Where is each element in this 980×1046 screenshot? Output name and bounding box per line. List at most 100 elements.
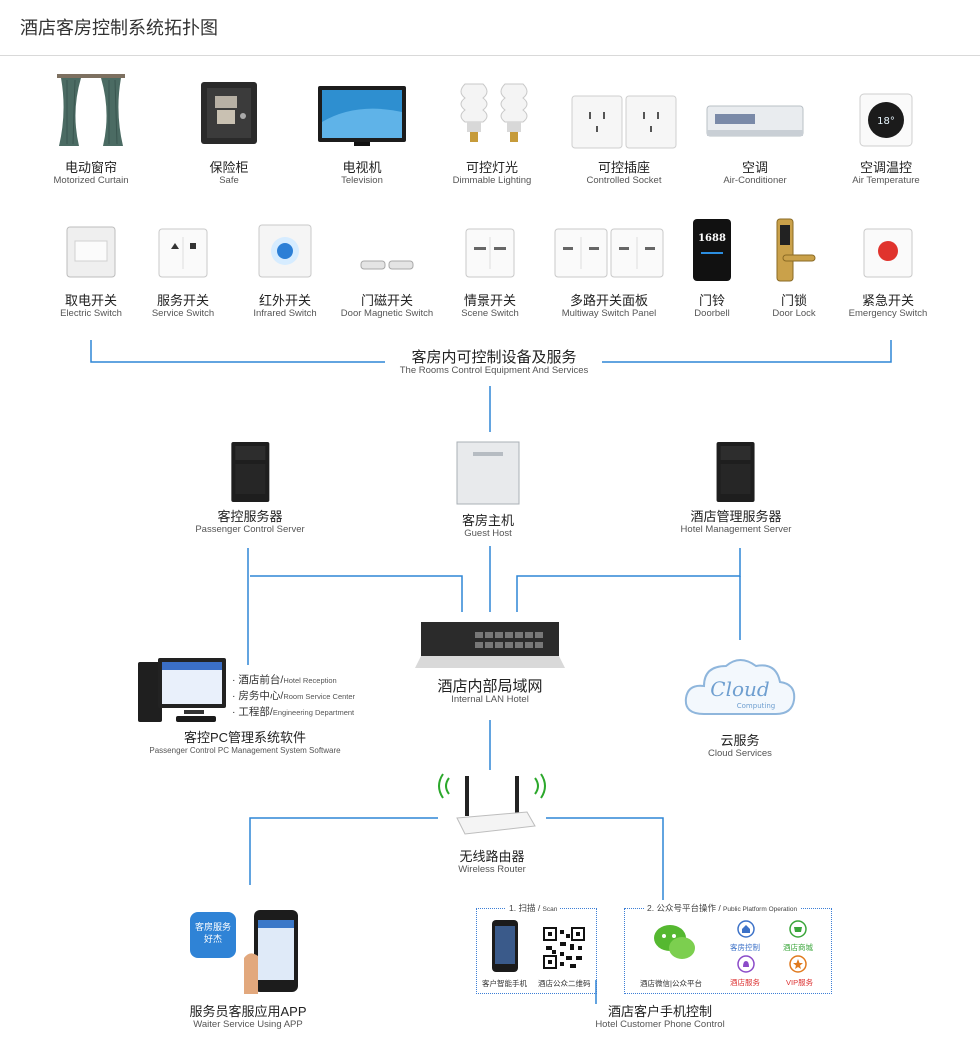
multiway-panel-icon	[554, 228, 664, 278]
pc-software-departments: · 酒店前台/Hotel Reception · 房务中心/Room Servi…	[232, 672, 355, 720]
device-label: 红外开关	[258, 293, 311, 308]
device-label: 取电开关	[64, 293, 117, 308]
node-label: 客控PC管理系统软件	[183, 730, 307, 745]
socket-icon	[571, 95, 677, 149]
device-label-en: Multiway Switch Panel	[561, 308, 657, 319]
door-lock-icon	[776, 218, 816, 282]
lan-title: 酒店内部局域网	[437, 678, 543, 695]
device-label-en: Motorized Curtain	[53, 175, 129, 186]
department-name: 酒店前台	[238, 674, 281, 686]
device-service-switch: 服务开关 Service Switch	[123, 215, 243, 325]
department-name-en: Engineering Department	[272, 708, 355, 717]
department-item: · 酒店前台/Hotel Reception	[232, 674, 337, 686]
device-label-en: Electric Switch	[60, 308, 122, 319]
internal-lan: 酒店内部局域网 Internal LAN Hotel	[415, 612, 565, 706]
device-label: 保险柜	[209, 160, 249, 175]
device-air-temperature: 18° 空调温控 Air Temperature	[826, 70, 946, 190]
line-server-to-lan	[250, 575, 463, 612]
device-label: 门锁	[780, 293, 807, 308]
device-label-en: Air-Conditioner	[723, 175, 787, 186]
lan-title-en: Internal LAN Hotel	[451, 694, 529, 705]
step-title: 2. 公众号平台操作	[647, 903, 716, 913]
line-hotelserver-to-lan	[516, 548, 741, 612]
node-label: 酒店客户手机控制	[607, 1004, 712, 1019]
wechat-platform-label: 酒店微信|公众平台	[640, 979, 702, 988]
node-label-en: Guest Host	[464, 528, 512, 539]
bell-icon	[737, 955, 755, 973]
device-label: 紧急开关	[861, 293, 914, 308]
node-label-en: Hotel Customer Phone Control	[595, 1019, 725, 1030]
phone-control-caption: 酒店客户手机控制 Hotel Customer Phone Control	[595, 1004, 724, 1031]
device-label-en: Door Lock	[772, 308, 816, 319]
badge-line-2: 好杰	[203, 934, 222, 944]
device-label-en: Dimmable Lighting	[452, 175, 532, 186]
device-dimmable-lighting: 可控灯光 Dimmable Lighting	[432, 70, 552, 190]
cloud-icon: Cloud Computing	[684, 659, 796, 715]
qr-code-icon	[542, 926, 586, 970]
doorbell-icon: 1688	[693, 219, 731, 281]
bulb-icon	[460, 83, 528, 142]
scan-item-qr: 酒店公众二维码	[538, 979, 591, 988]
wireless-router: 无线路由器 Wireless Router	[437, 768, 547, 876]
device-label: 电视机	[342, 160, 382, 175]
device-air-conditioner: 空调 Air-Conditioner	[695, 70, 815, 190]
rooms-control-title-en: The Rooms Control Equipment And Services	[399, 365, 589, 376]
node-label: 客房主机	[461, 513, 514, 528]
thermostat-icon: 18°	[859, 93, 913, 147]
device-label: 电动窗帘	[64, 160, 117, 175]
rooms-control-caption: 客房内可控制设备及服务 The Rooms Control Equipment …	[400, 350, 589, 377]
device-electric-switch: 取电开关 Electric Switch	[31, 215, 151, 325]
device-label: 空调温控	[859, 160, 912, 175]
scan-step-title: 1. 扫描 / Scan	[506, 902, 561, 914]
star-icon	[789, 955, 807, 973]
line-left-bracket	[90, 340, 385, 363]
device-multiway-switch-panel: 多路开关面板 Multiway Switch Panel	[549, 215, 669, 325]
device-label: 空调	[741, 160, 768, 175]
cloud-logo-text: Cloud	[710, 677, 769, 701]
device-label-en: Doorbell	[694, 308, 730, 319]
device-controlled-socket: 可控插座 Controlled Socket	[564, 70, 684, 190]
device-emergency-switch: 紧急开关 Emergency Switch	[828, 215, 948, 325]
node-label-en: Passenger Control Server	[195, 524, 305, 535]
curtain-icon	[57, 74, 125, 146]
node-label: 客控服务器	[217, 509, 283, 524]
cloud-services: Cloud Computing 云服务 Cloud Services	[680, 648, 800, 760]
device-motorized-curtain: 电动窗帘 Motorized Curtain	[31, 70, 151, 190]
scene-switch-icon	[465, 228, 515, 278]
device-label-en: Air Temperature	[852, 175, 920, 186]
device-label: 门磁开关	[360, 293, 413, 308]
device-label-en: Infrared Switch	[253, 308, 317, 319]
department-name-en: Hotel Reception	[283, 676, 337, 685]
pc-monitor-icon	[138, 658, 226, 722]
page-title: 酒店客房控制系统拓扑图	[20, 18, 218, 38]
node-label-en: Wireless Router	[458, 864, 526, 875]
badge-line-1: 客房服务	[194, 922, 231, 932]
wechat-icon	[654, 925, 695, 959]
node-label-en: Hotel Management Server	[680, 524, 792, 535]
device-label-en: Service Switch	[151, 308, 215, 319]
safe-icon	[201, 82, 257, 144]
node-label: 无线路由器	[459, 849, 525, 864]
device-infrared-switch: 红外开关 Infrared Switch	[225, 215, 345, 325]
infrared-switch-icon	[258, 224, 312, 278]
title-divider	[0, 55, 980, 56]
emergency-switch-icon	[863, 228, 913, 278]
node-label: 酒店管理服务器	[690, 509, 782, 524]
step-title-en: Public Platform Operation	[723, 906, 798, 913]
device-scene-switch: 情景开关 Scene Switch	[430, 215, 550, 325]
device-door-magnetic-switch: 门磁开关 Door Magnetic Switch	[327, 215, 447, 325]
guest-host: 客房主机 Guest Host	[453, 438, 523, 540]
host-box-icon	[456, 441, 520, 505]
card-switch-icon	[66, 226, 116, 278]
waiter-app-badge: 客房服务 好杰	[190, 912, 236, 958]
device-safe: 保险柜 Safe	[169, 70, 289, 190]
node-label: 云服务	[720, 733, 760, 748]
hotel-management-server: 酒店管理服务器 Hotel Management Server	[680, 440, 792, 536]
device-television: 电视机 Television	[302, 70, 422, 190]
device-label: 门铃	[698, 293, 725, 308]
device-label-en: Emergency Switch	[848, 308, 928, 319]
device-label-en: Scene Switch	[461, 308, 519, 319]
router-icon	[438, 773, 546, 835]
passenger-control-server: 客控服务器 Passenger Control Server	[195, 440, 305, 536]
rooms-control-title: 客房内可控制设备及服务	[411, 349, 577, 366]
